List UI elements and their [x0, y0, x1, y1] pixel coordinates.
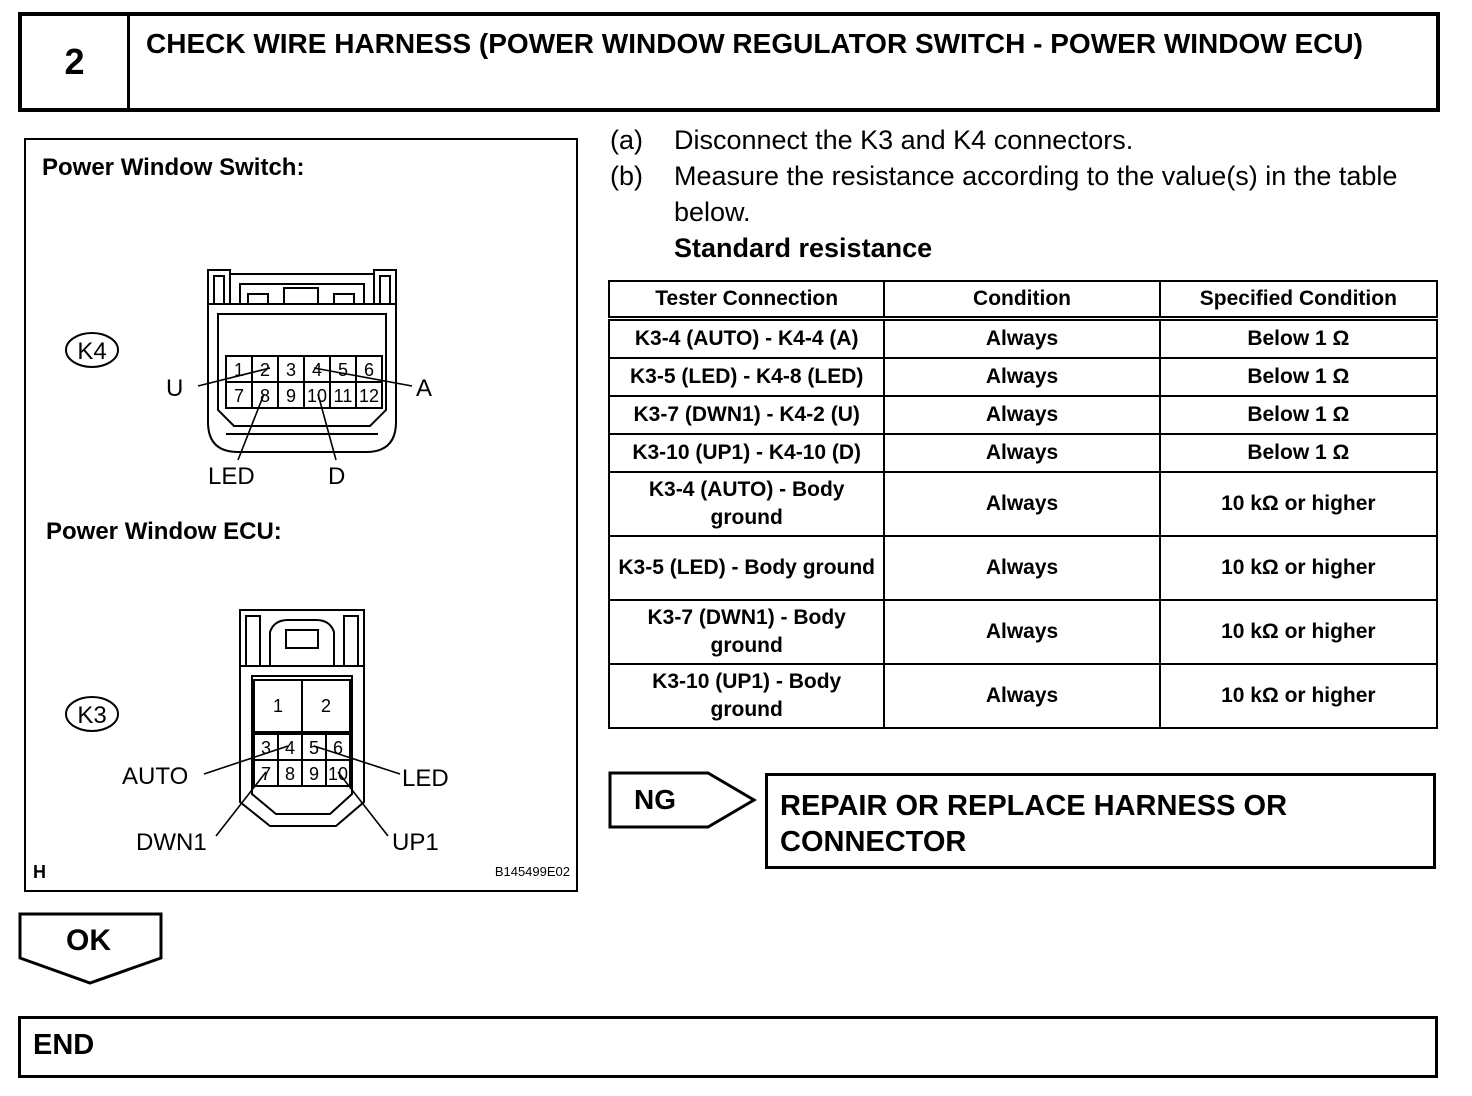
- cell-specified-condition: Below 1 Ω: [1158, 395, 1439, 435]
- switch-title: Power Window Switch:: [42, 154, 305, 181]
- instruction-b: (b) Measure the resistance according to …: [610, 158, 1440, 230]
- k3-callout-lines: [203, 745, 401, 837]
- ecu-title: Power Window ECU:: [46, 518, 282, 545]
- ng-action-box: REPAIR OR REPLACE HARNESS OR CONNECTOR: [765, 773, 1436, 869]
- k4-pin-8: 8: [260, 386, 270, 406]
- k3-pin-5: 5: [309, 738, 319, 758]
- k3-pin-9: 9: [309, 764, 319, 784]
- ng-action-text: REPAIR OR REPLACE HARNESS OR CONNECTOR: [780, 790, 1288, 858]
- cell-condition: Always: [883, 433, 1161, 473]
- cell-tester-connection: K3-5 (LED) - Body ground: [607, 535, 886, 601]
- k3-callout-dwn1: DWN1: [136, 829, 207, 856]
- k4-pin-4: 4: [312, 360, 322, 380]
- k3-label: K3: [77, 702, 106, 729]
- cell-condition: Always: [883, 317, 1161, 359]
- cell-tester-connection: K3-7 (DWN1) - Body ground: [607, 599, 886, 665]
- k3-pin-grid: [253, 679, 351, 787]
- cell-condition: Always: [883, 599, 1161, 665]
- ok-arrow-icon: [18, 912, 163, 985]
- k3-pin-8: 8: [285, 764, 295, 784]
- cell-specified-condition: Below 1 Ω: [1158, 357, 1439, 397]
- k4-pin-10: 10: [307, 386, 327, 406]
- k4-pin-11: 11: [334, 386, 353, 406]
- k4-label-ellipse: [65, 332, 119, 368]
- cell-specified-condition: Below 1 Ω: [1158, 317, 1439, 359]
- cell-condition: Always: [883, 471, 1161, 537]
- end-label: END: [33, 1029, 95, 1061]
- cell-specified-condition: 10 kΩ or higher: [1158, 535, 1439, 601]
- standard-label: Standard resistance: [674, 233, 933, 263]
- cell-tester-connection: K3-4 (AUTO) - K4-4 (A): [607, 317, 886, 359]
- table-row: K3-10 (UP1) - K4-10 (D) Always Below 1 Ω: [607, 433, 1439, 473]
- instruction-key: (b): [610, 161, 643, 191]
- k3-pin-2: 2: [321, 696, 331, 716]
- header-specified-condition: Specified Condition: [1158, 280, 1439, 320]
- k3-label-ellipse: [65, 696, 119, 732]
- k3-pin-7: 7: [261, 764, 271, 784]
- connector-figure: Power Window Switch: Power Window ECU:: [24, 138, 578, 892]
- step-number: 2: [22, 16, 130, 108]
- k4-callout-lines: [197, 367, 413, 461]
- table-row: K3-4 (AUTO) - K4-4 (A) Always Below 1 Ω: [607, 317, 1439, 359]
- k4-callout-u: U: [166, 375, 183, 402]
- instruction-a: (a) Disconnect the K3 and K4 connectors.: [610, 122, 1440, 158]
- k3-pin-6: 6: [333, 738, 343, 758]
- cell-tester-connection: K3-10 (UP1) - Body ground: [607, 663, 886, 729]
- cell-condition: Always: [883, 395, 1161, 435]
- k4-label: K4: [77, 338, 106, 365]
- cell-condition: Always: [883, 357, 1161, 397]
- k4-pin-5: 5: [338, 360, 348, 380]
- table-header-row: Tester Connection Condition Specified Co…: [607, 280, 1439, 320]
- cell-specified-condition: 10 kΩ or higher: [1158, 599, 1439, 665]
- table-row: K3-4 (AUTO) - Body ground Always 10 kΩ o…: [607, 471, 1439, 537]
- instructions: (a) Disconnect the K3 and K4 connectors.…: [610, 122, 1440, 266]
- end-box: END: [18, 1016, 1438, 1078]
- step-header: 2 CHECK WIRE HARNESS (POWER WINDOW REGUL…: [18, 12, 1440, 112]
- step-title: CHECK WIRE HARNESS (POWER WINDOW REGULAT…: [146, 28, 1363, 59]
- ng-label: NG: [634, 784, 676, 815]
- header-condition: Condition: [883, 280, 1161, 320]
- k4-pin-grid: [225, 355, 383, 409]
- figure-code: B145499E02: [494, 864, 570, 879]
- k3-pin-1: 1: [273, 696, 283, 716]
- k4-pin-7: 7: [234, 386, 244, 406]
- k4-pin-12: 12: [359, 386, 379, 406]
- k4-pin-9: 9: [286, 386, 296, 406]
- table-row: K3-7 (DWN1) - Body ground Always 10 kΩ o…: [607, 599, 1439, 665]
- cell-specified-condition: 10 kΩ or higher: [1158, 663, 1439, 729]
- k4-callout-a: A: [416, 375, 432, 402]
- cell-specified-condition: 10 kΩ or higher: [1158, 471, 1439, 537]
- k3-callout-up1: UP1: [392, 829, 439, 856]
- instruction-text: Disconnect the K3 and K4 connectors.: [674, 125, 1134, 155]
- instruction-text: Measure the resistance according to the …: [674, 161, 1398, 227]
- k3-pin-3: 3: [261, 738, 271, 758]
- cell-tester-connection: K3-5 (LED) - K4-8 (LED): [607, 357, 886, 397]
- cell-tester-connection: K3-10 (UP1) - K4-10 (D): [607, 433, 886, 473]
- table-row: K3-10 (UP1) - Body ground Always 10 kΩ o…: [607, 663, 1439, 729]
- k4-callout-d: D: [328, 463, 345, 490]
- connector-diagram: 1 2 3 4 5 6 7 8 9 10 11 12 U A LED D K: [65, 269, 449, 856]
- k3-callout-auto: AUTO: [122, 763, 188, 790]
- cell-tester-connection: K3-4 (AUTO) - Body ground: [607, 471, 886, 537]
- k3-callout-led: LED: [402, 765, 449, 792]
- header-tester-connection: Tester Connection: [607, 280, 886, 320]
- table-row: K3-5 (LED) - Body ground Always 10 kΩ or…: [607, 535, 1439, 601]
- cell-condition: Always: [883, 535, 1161, 601]
- ok-label: OK: [66, 924, 111, 957]
- resistance-table: Tester Connection Condition Specified Co…: [607, 280, 1439, 729]
- k4-pin-1: 1: [234, 360, 244, 380]
- table-row: K3-7 (DWN1) - K4-2 (U) Always Below 1 Ω: [607, 395, 1439, 435]
- ng-arrow-icon: [608, 771, 757, 829]
- k4-pin-6: 6: [364, 360, 374, 380]
- k4-pin-3: 3: [286, 360, 296, 380]
- k4-callout-led: LED: [208, 463, 255, 490]
- corner-mark: H: [33, 862, 46, 882]
- cell-tester-connection: K3-7 (DWN1) - K4-2 (U): [607, 395, 886, 435]
- cell-specified-condition: Below 1 Ω: [1158, 433, 1439, 473]
- table-row: K3-5 (LED) - K4-8 (LED) Always Below 1 Ω: [607, 357, 1439, 397]
- k3-pin-4: 4: [285, 738, 295, 758]
- instruction-key: (a): [610, 125, 643, 155]
- cell-condition: Always: [883, 663, 1161, 729]
